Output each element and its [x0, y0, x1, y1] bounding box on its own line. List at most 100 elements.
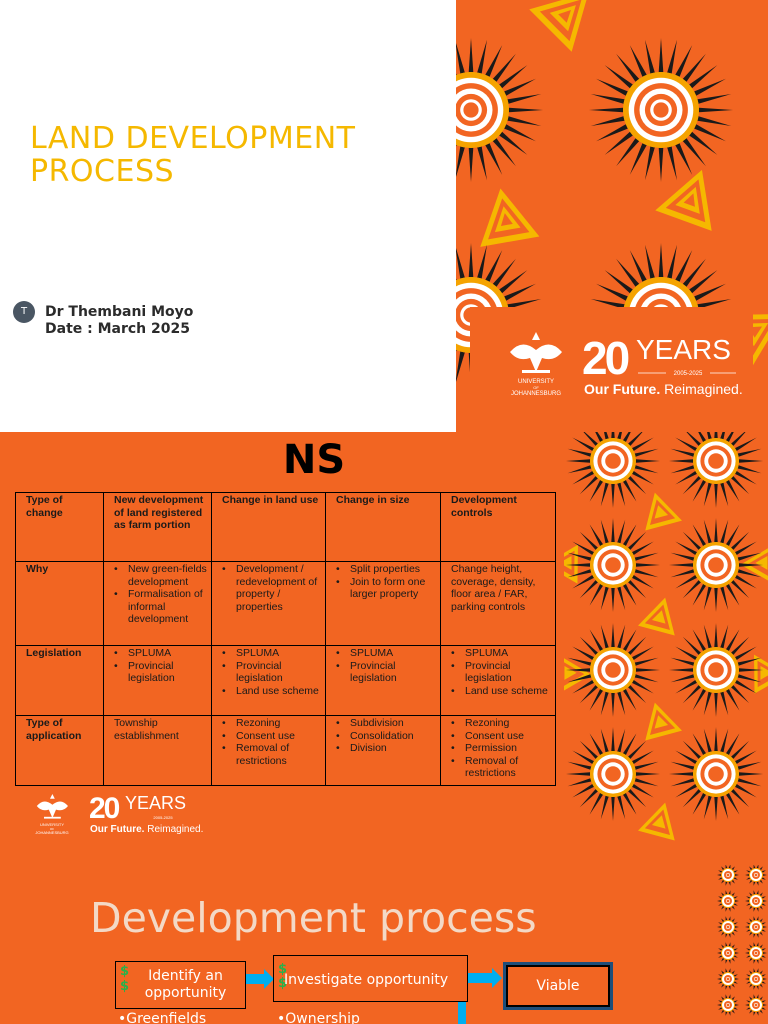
- table-cell: Rezoning Consent use Removal of restrict…: [211, 715, 326, 786]
- logo-tagline: Our Future. Reimagined.: [584, 381, 743, 397]
- author-name: Dr Thembani Moyo: [45, 304, 194, 320]
- table-cell: Rezoning Consent use Permission Removal …: [440, 715, 556, 786]
- sun-motif: [745, 994, 767, 1016]
- author-avatar[interactable]: T: [13, 301, 35, 323]
- sun-motif: [745, 890, 767, 912]
- list-item: Subdivision: [336, 717, 436, 730]
- sun-motif: [717, 916, 739, 938]
- list-item: •Ownership: [277, 1011, 360, 1024]
- list-item: SPLUMA: [222, 647, 321, 660]
- list-item: Land use scheme: [222, 685, 321, 698]
- viable-box[interactable]: Viable: [503, 962, 613, 1010]
- sun-motif: [566, 518, 660, 612]
- row-label: Legislation: [15, 645, 104, 716]
- list-item: Removal of restrictions: [222, 742, 321, 767]
- table-cell: Split properties Join to form one larger…: [325, 561, 441, 646]
- header-cell: Change in size: [325, 492, 441, 562]
- list-item: Split properties: [336, 563, 436, 576]
- slide-title: Development process: [90, 894, 537, 942]
- slide-title: LAND DEVELOPMENT PROCESS: [30, 122, 430, 188]
- table-cell: Change height, coverage, density, floor …: [440, 561, 556, 646]
- table-row: Why New green-fields development Formali…: [15, 561, 556, 646]
- list-item: SPLUMA: [114, 647, 207, 660]
- box-label: Investigate opportunity: [284, 972, 449, 988]
- process-slide: Development process $ $ Identify an oppo…: [0, 865, 768, 1024]
- box-label: Viable: [536, 978, 580, 994]
- list-item: Land use scheme: [451, 685, 551, 698]
- header-cell: Type of change: [15, 492, 104, 562]
- logo-years: YEARS: [636, 334, 731, 365]
- svg-text:YEARS: YEARS: [125, 793, 186, 813]
- logo-range: 2005-2025: [674, 371, 703, 377]
- row-label: Type of application: [15, 715, 104, 786]
- sun-motif: [566, 623, 660, 717]
- crest-icon: [532, 332, 540, 340]
- dollar-icon: $: [120, 979, 130, 994]
- sun-motif: [456, 38, 543, 182]
- list-item: Division: [336, 742, 436, 755]
- african-sun-pattern: [564, 432, 768, 865]
- list-item: SPLUMA: [336, 647, 436, 660]
- identify-opportunity-box[interactable]: $ $ Identify an opportunity: [115, 961, 246, 1009]
- svg-text:UNIVERSITY: UNIVERSITY: [40, 822, 64, 827]
- investigate-opportunity-box[interactable]: $ $ Investigate opportunity: [273, 955, 468, 1002]
- dollar-icon: $: [120, 964, 130, 979]
- list-item: Rezoning: [451, 717, 551, 730]
- table-row: Legislation SPLUMA Provincial legislatio…: [15, 645, 556, 716]
- list-item: •Greenfields: [118, 1011, 207, 1024]
- dollar-icon: $: [278, 976, 288, 991]
- list-item: Consent use: [222, 730, 321, 743]
- sun-motif: [566, 432, 660, 508]
- row-label: Why: [15, 561, 104, 646]
- list-item: Permission: [451, 742, 551, 755]
- svg-text:OF: OF: [50, 827, 54, 831]
- table-cell: Development / redevelopment of property …: [211, 561, 326, 646]
- slide-title: NS: [282, 437, 346, 483]
- sun-motif: [669, 623, 763, 717]
- uj-20-years-logo: UNIVERSITY OF JOHANNESBURG 20 YEARS 2005…: [35, 792, 203, 835]
- box-label: Identify an opportunity: [144, 968, 227, 1001]
- list-item: Provincial legislation: [336, 660, 436, 685]
- arrow-right-icon: [467, 968, 502, 988]
- sun-motif: [717, 994, 739, 1016]
- sun-motif: [669, 727, 763, 821]
- logo-university-line3: JOHANNESBURG: [511, 391, 561, 397]
- title-line-2: PROCESS: [30, 154, 175, 189]
- list-item: Provincial legislation: [222, 660, 321, 685]
- table-cell: New green-fields development Formalisati…: [103, 561, 212, 646]
- sun-motif: [745, 968, 767, 990]
- sun-motif: [745, 942, 767, 964]
- list-item: Consent use: [451, 730, 551, 743]
- sun-motif: [669, 518, 763, 612]
- list-item: Join to form one larger property: [336, 576, 436, 601]
- list-item: Provincial legislation: [114, 660, 207, 685]
- arrow-right-icon: [246, 969, 274, 989]
- svg-text:Our Future. Reimagined.: Our Future. Reimagined.: [90, 824, 203, 835]
- logo-university-line2: OF: [533, 385, 539, 390]
- table-cell: Subdivision Consolidation Division: [325, 715, 441, 786]
- dollar-icon: $: [278, 962, 288, 977]
- svg-text:2005-2025: 2005-2025: [153, 815, 173, 820]
- arrow-down-icon: [458, 1001, 466, 1024]
- sun-motif: [717, 865, 739, 886]
- land-change-table: Type of change New development of land r…: [15, 492, 556, 786]
- header-cell: New development of land registered as fa…: [103, 492, 212, 562]
- logo-university-line1: UNIVERSITY: [518, 379, 554, 385]
- title-line-1: LAND DEVELOPMENT: [30, 121, 356, 156]
- title-slide: LAND DEVELOPMENT PROCESS T Dr Thembani M…: [0, 0, 768, 432]
- presentation-date: Date : March 2025: [45, 321, 190, 337]
- list-item: Consolidation: [336, 730, 436, 743]
- list-item: SPLUMA: [451, 647, 551, 660]
- header-cell: Development controls: [440, 492, 556, 562]
- sun-motif: [745, 916, 767, 938]
- svg-text:20: 20: [89, 792, 120, 825]
- logo-twenty: 20: [582, 332, 629, 384]
- header-cell: Change in land use: [211, 492, 326, 562]
- list-item: Rezoning: [222, 717, 321, 730]
- table-cell: Township establishment: [103, 715, 212, 786]
- list-item: Removal of restrictions: [451, 755, 551, 780]
- sun-motif: [717, 968, 739, 990]
- table-cell: SPLUMA Provincial legislation Land use s…: [440, 645, 556, 716]
- african-sun-pattern-strip: [714, 865, 768, 1024]
- table-cell: SPLUMA Provincial legislation Land use s…: [211, 645, 326, 716]
